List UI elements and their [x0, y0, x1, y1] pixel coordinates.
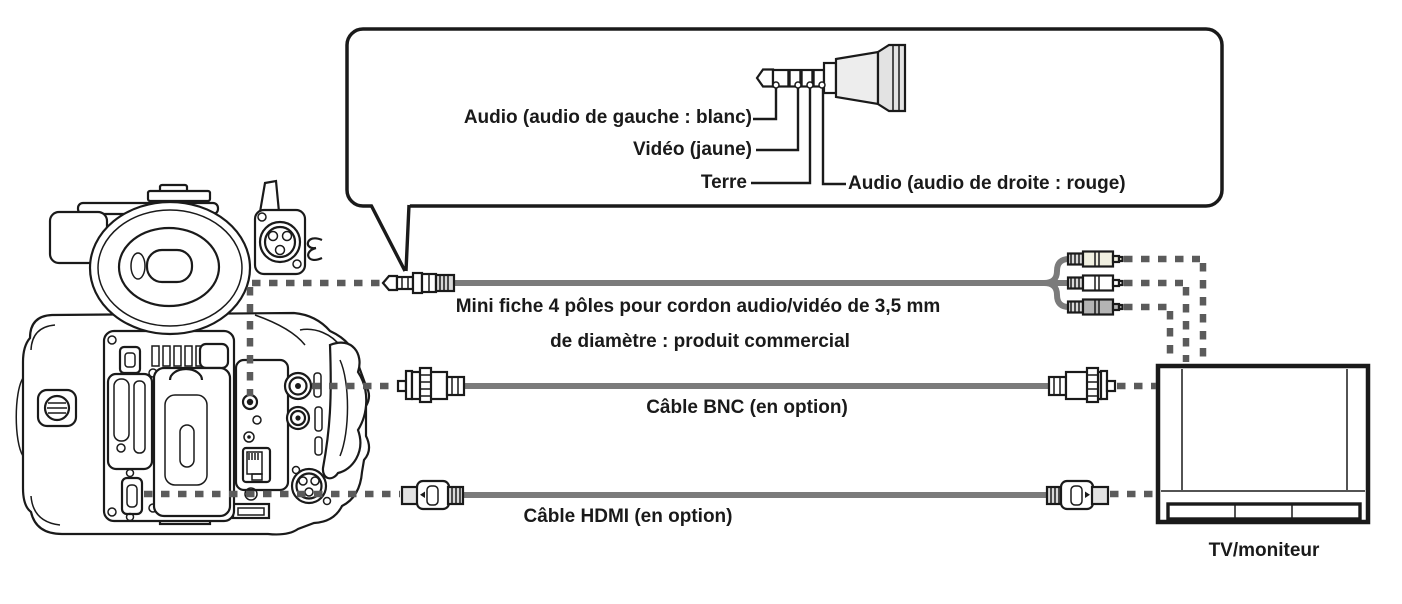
sdi-bnc-terminals	[283, 371, 313, 431]
connector-panel	[234, 358, 290, 501]
bnc-connector-left-icon	[396, 366, 466, 404]
dotted-connections	[144, 255, 1207, 498]
callout-label-audio-left: Audio (audio de gauche : blanc)	[463, 107, 752, 128]
camera-dial	[36, 388, 78, 428]
callout-leader-lines	[751, 88, 846, 186]
viewfinder	[88, 200, 252, 336]
rca-plug-yellow-icon	[1066, 250, 1124, 268]
callout-label-ground: Terre	[700, 172, 747, 193]
tv-monitor	[1155, 363, 1371, 525]
camcorder-illustration	[15, 179, 371, 536]
av-cable-label-line1: Mini fiche 4 pôles pour cordon audio/vid…	[455, 296, 941, 317]
rca-plug-white-icon	[1066, 274, 1124, 292]
mini-plug-icon	[381, 271, 456, 295]
cables	[453, 256, 1070, 498]
xlr-connector-top	[253, 179, 323, 276]
callout-label-audio-right: Audio (audio de droite : rouge)	[848, 173, 1126, 194]
mini-plug-4pole-icon	[755, 43, 907, 113]
cable-clip	[306, 237, 323, 261]
hdmi-cable-label: Câble HDMI (en option)	[523, 506, 733, 527]
callout-pointer	[369, 204, 411, 272]
card-slot-door	[106, 372, 154, 471]
battery-pack	[152, 366, 232, 518]
hdmi-connector-left-icon	[400, 479, 465, 511]
bnc-connector-right-icon	[1047, 366, 1117, 404]
bnc-cable-label: Câble BNC (en option)	[646, 397, 848, 418]
lan-port	[241, 446, 272, 484]
av-cable-label-line2: de diamètre : produit commercial	[550, 331, 850, 352]
hdmi-connector-right-icon	[1045, 479, 1110, 511]
hdmi-port	[120, 468, 144, 522]
callout-box	[345, 27, 1224, 272]
hand-strap	[321, 341, 368, 480]
callout-label-video: Vidéo (jaune)	[633, 139, 752, 160]
rca-plug-red-icon	[1066, 298, 1124, 316]
tv-monitor-label: TV/moniteur	[1208, 540, 1320, 561]
vent-slots	[151, 345, 204, 367]
